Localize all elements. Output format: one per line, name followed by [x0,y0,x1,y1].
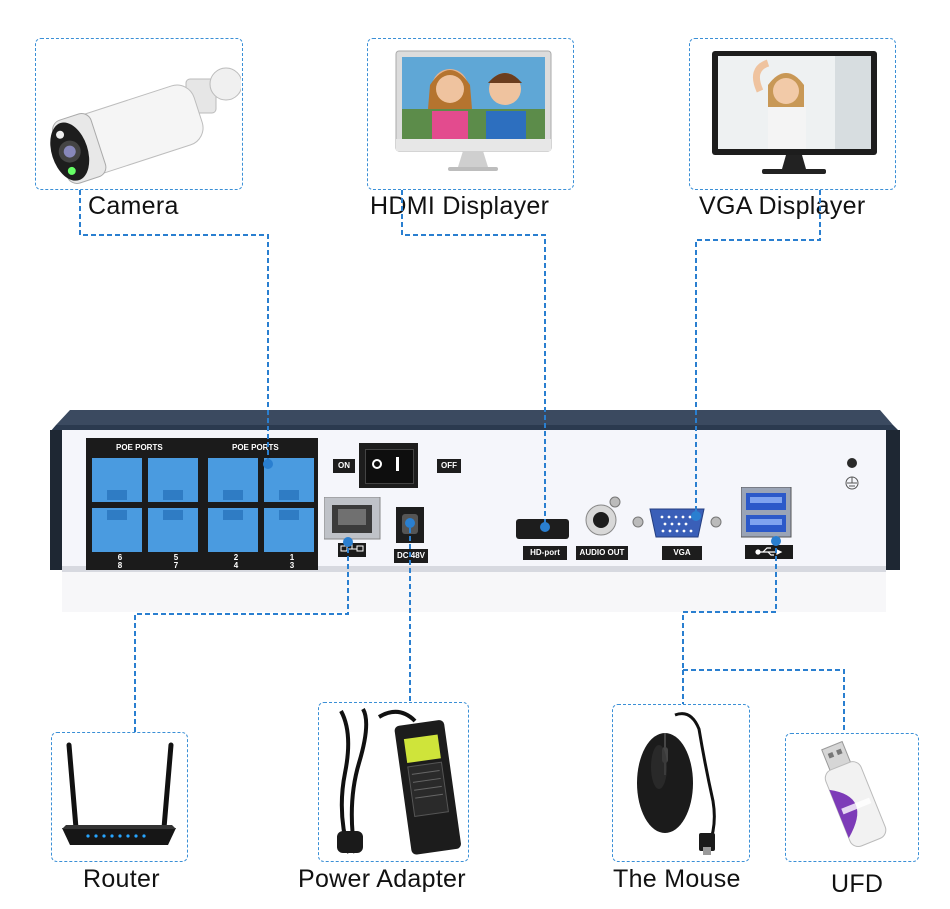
mouse-label: The Mouse [613,865,741,893]
usb-flash-drive-image [821,740,887,848]
hd-port-label: HD-port [523,546,567,560]
poe-port [92,508,142,552]
audio-out-label: AUDIO OUT [576,546,628,560]
off-label: OFF [437,459,461,473]
vga-monitor-image [712,51,877,174]
router-image [62,742,176,845]
router-label: Router [83,865,160,893]
vga-displayer-box [689,38,896,190]
dc-label: DC 48V [394,549,428,563]
on-label: ON [333,459,355,473]
switch-on-mark-icon [396,457,399,471]
ground-screw-icon [845,458,859,490]
poe-port [264,508,314,552]
hdmi-port [516,519,569,539]
camera-image [50,67,243,184]
camera-box [35,38,243,190]
poe-port-number: 4 [234,561,239,570]
usb-ports [741,487,793,559]
poe-port-number: 8 [118,561,123,570]
hdmi-monitor-image [395,50,552,171]
ufd-label: UFD [831,870,884,898]
vga-label: VGA [662,546,702,560]
ufd-box [785,733,919,862]
vga-port [632,508,722,538]
poe-ports-left-label: POE PORTS [116,443,163,452]
power-adapter-image [337,708,461,855]
poe-port [208,508,258,552]
switch-off-mark-icon [372,459,382,469]
poe-ports-right-label: POE PORTS [232,443,279,452]
poe-port-number: 6 [118,553,123,562]
poe-port [148,508,198,552]
poe-port [92,458,142,502]
lan-port [324,497,381,557]
poe-port [264,458,314,502]
audio-out-jack [585,496,621,536]
poe-port-number: 3 [290,561,295,570]
router-box [51,732,188,862]
poe-port [208,458,258,502]
hdmi-displayer-box [367,38,574,190]
dc-jack-hole-icon [402,514,418,534]
mouse-image [637,712,716,855]
poe-port [148,458,198,502]
poe-port-number: 7 [174,561,179,570]
power-adapter-label: Power Adapter [298,865,466,893]
